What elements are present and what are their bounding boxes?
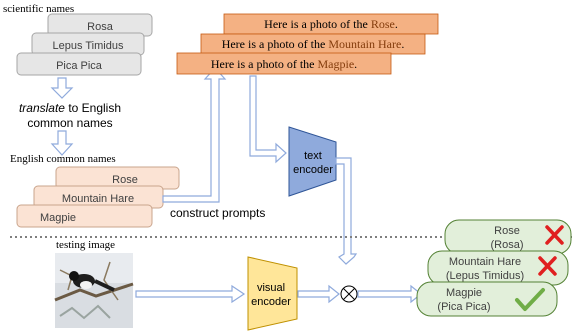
construct-prompts-label: construct prompts	[170, 206, 265, 220]
result-card-magpie: Magpie (Pica Pica)	[416, 281, 558, 317]
common-name-card-magpie: Magpie	[16, 204, 153, 228]
multiply-icon	[340, 285, 358, 303]
visual-encoder-output-arrow	[297, 284, 340, 304]
visual-encoder-label: visual	[257, 282, 285, 294]
visual-encoder-label-line2: encoder	[251, 296, 291, 308]
prompt-box-rose: Here is a photo of the Rose.	[223, 13, 439, 35]
check-icon	[515, 288, 545, 311]
scientific-name-card-lepus-timidus: Lepus Timidus	[31, 32, 145, 56]
scientific-name-card-pica-pica: Pica Pica	[16, 52, 142, 76]
result-common-name: Magpie	[446, 287, 482, 299]
translate-text-line2: common names	[27, 116, 112, 130]
result-common-name: Rose	[494, 225, 520, 237]
text-encoder-output-arrow	[335, 157, 358, 265]
text-encoder-label-line2: encoder	[293, 164, 333, 176]
result-scientific-name: (Pica Pica)	[437, 301, 490, 313]
common-name-label: Magpie	[40, 212, 76, 224]
cross-icon	[545, 225, 564, 245]
common-names-heading: English common names	[10, 153, 116, 165]
result-common-name: Mountain Hare	[449, 256, 521, 268]
magpie-photo	[54, 253, 134, 328]
text-encoder-label: text	[304, 150, 322, 162]
down-arrow-icon	[50, 130, 74, 156]
common-name-label: Mountain Hare	[62, 193, 134, 205]
translate-text: translate to English	[19, 101, 121, 115]
prompt-box-magpie: Here is a photo of the Magpie.	[176, 52, 392, 75]
prompt-text: Here is a photo of the Mountain Hare.	[222, 37, 405, 51]
prompt-box-mountain-hare: Here is a photo of the Mountain Hare.	[200, 33, 426, 55]
prompt-text: Here is a photo of the Magpie.	[211, 57, 357, 71]
visual-encoder: visual encoder	[247, 256, 298, 331]
result-card-mountain-hare: Mountain Hare (Lepus Timidus)	[427, 250, 569, 286]
scientific-name-label: Rosa	[87, 21, 114, 33]
image-to-visual-encoder-arrow	[135, 284, 246, 304]
result-scientific-name: (Lepus Timidus)	[446, 270, 524, 282]
prompt-to-text-encoder-arrow	[249, 75, 287, 164]
scientific-name-label: Lepus Timidus	[53, 40, 124, 52]
down-arrow-icon	[50, 77, 74, 99]
scientific-name-label: Pica Pica	[56, 60, 103, 72]
prompt-text: Here is a photo of the Rose.	[264, 17, 398, 31]
result-scientific-name: (Rosa)	[490, 239, 523, 251]
result-card-rose: Rose (Rosa)	[444, 219, 572, 255]
cross-icon	[538, 256, 557, 276]
testing-image-label: testing image	[56, 239, 115, 251]
scientific-name-card-rosa: Rosa	[47, 13, 153, 37]
scientific-names-heading: scientific names	[3, 3, 74, 15]
common-name-label: Rose	[112, 174, 138, 186]
text-encoder: text encoder	[288, 126, 337, 197]
to-results-arrow	[357, 284, 422, 304]
